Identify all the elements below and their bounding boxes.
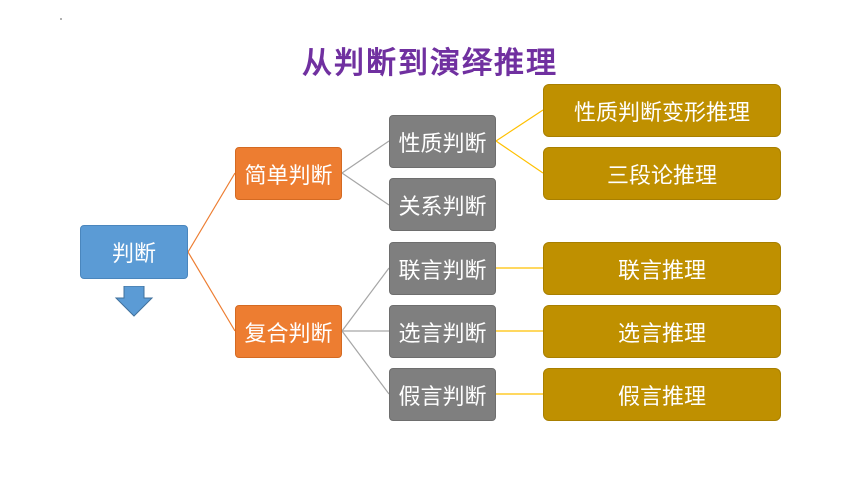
node-simple-judgment-label: 简单判断	[244, 163, 333, 189]
node-disjunctive-inference-label: 选言推理	[617, 321, 706, 347]
node-hypothetical-judgment: 假言判断	[389, 368, 496, 421]
node-conjunctive-judgment: 联言判断	[389, 242, 496, 295]
connector-simple-relation	[341, 172, 390, 206]
node-conjunctive-inference: 联言推理	[543, 242, 781, 295]
node-syllogism-inference: 三段论推理	[543, 147, 781, 200]
slide-dot	[60, 18, 62, 20]
connector-property-transform	[495, 109, 544, 142]
connector-property-syllogism	[495, 140, 544, 174]
connector-compound-hypothetical	[341, 330, 390, 395]
node-hypothetical-judgment-label: 假言判断	[398, 384, 487, 410]
connector-compound-conjunctive	[341, 267, 390, 332]
node-disjunctive-judgment: 选言判断	[389, 305, 496, 358]
node-relation-judgment: 关系判断	[389, 178, 496, 231]
node-hypothetical-inference-label: 假言推理	[617, 384, 706, 410]
connector-root-compound	[187, 251, 236, 332]
node-property-transform-inference: 性质判断变形推理	[543, 84, 781, 137]
node-syllogism-inference-label: 三段论推理	[606, 163, 717, 189]
node-conjunctive-judgment-label: 联言判断	[398, 258, 487, 284]
node-property-transform-inference-label: 性质判断变形推理	[573, 100, 750, 126]
node-hypothetical-inference: 假言推理	[543, 368, 781, 421]
slide-title: 从判断到演绎推理	[302, 46, 558, 81]
down-arrow-icon	[114, 286, 154, 317]
node-relation-judgment-label: 关系判断	[398, 194, 487, 220]
node-property-judgment-label: 性质判断	[398, 131, 487, 157]
node-compound-judgment-label: 复合判断	[244, 321, 333, 347]
node-compound-judgment: 复合判断	[235, 305, 342, 358]
node-simple-judgment: 简单判断	[235, 147, 342, 200]
connector-root-simple	[187, 172, 236, 253]
node-judgment-label: 判断	[111, 242, 156, 267]
node-conjunctive-inference-label: 联言推理	[617, 258, 706, 284]
node-judgment: 判断	[80, 225, 188, 279]
node-disjunctive-judgment-label: 选言判断	[398, 321, 487, 347]
node-disjunctive-inference: 选言推理	[543, 305, 781, 358]
node-property-judgment: 性质判断	[389, 115, 496, 168]
connector-simple-property	[341, 140, 390, 174]
